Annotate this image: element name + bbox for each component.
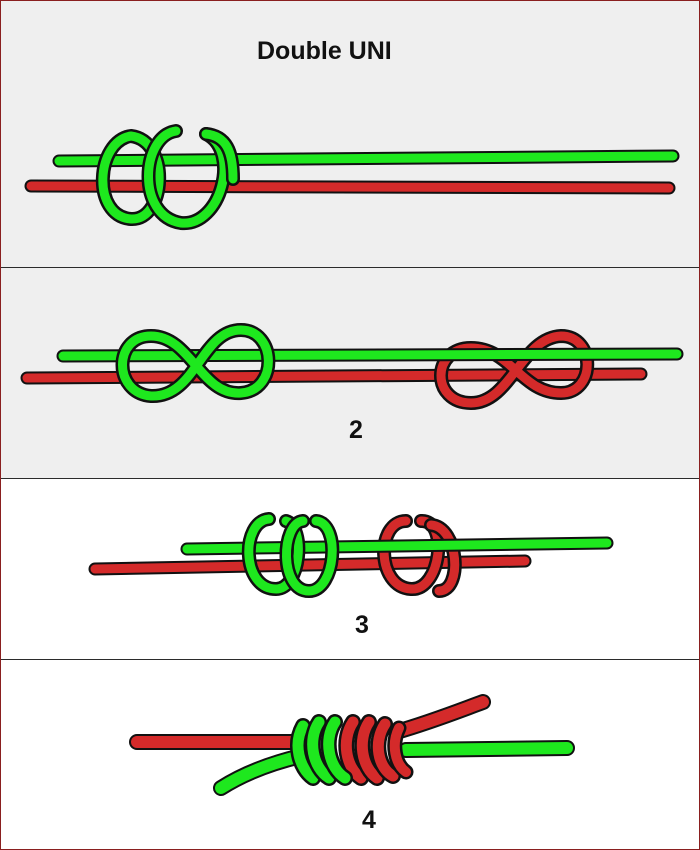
diagram-title: Double UNI (257, 37, 392, 65)
step-number: 2 (349, 416, 363, 444)
step-number: 4 (362, 806, 376, 834)
step-2-illustration (20, 322, 684, 411)
red-wraps (377, 514, 462, 598)
green-wraps (290, 714, 353, 786)
step-3-panel: 3 (1, 479, 699, 659)
step-number: 3 (355, 611, 369, 639)
step-1-panel: Double UNI (1, 1, 699, 267)
divider (1, 659, 699, 660)
step-1-illustration (24, 124, 680, 231)
step-4-illustration (129, 694, 575, 796)
step-4-panel: 4 (1, 660, 699, 849)
red-wraps (338, 714, 414, 786)
step-3-illustration (88, 512, 614, 599)
red-wraps (434, 328, 595, 411)
green-wraps (241, 512, 340, 599)
divider (1, 478, 699, 479)
step-2-panel: 2 (1, 268, 699, 478)
green-wraps (95, 124, 240, 231)
divider (1, 267, 699, 268)
green-wraps (115, 322, 276, 403)
